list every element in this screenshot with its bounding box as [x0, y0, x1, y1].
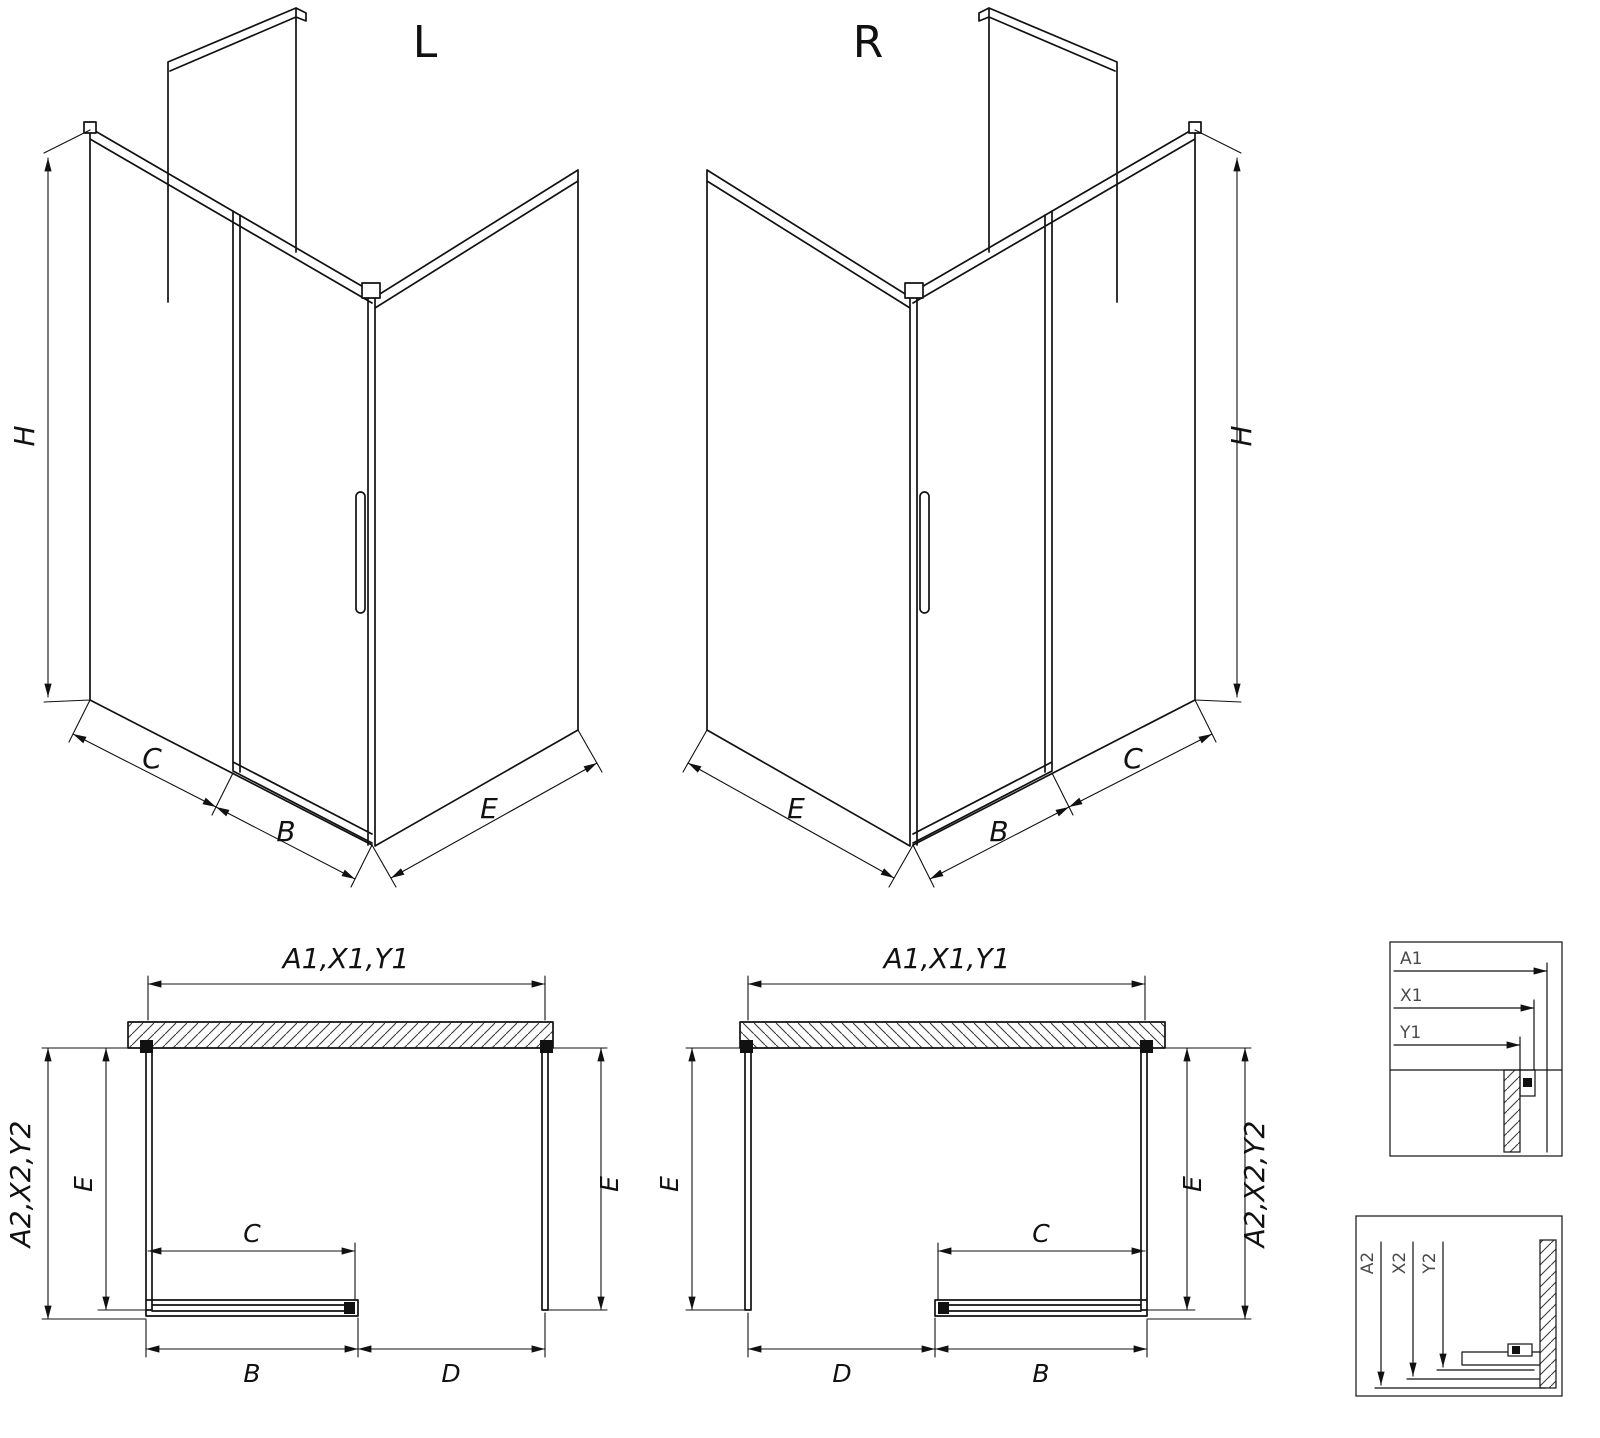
- plan-left-dim-d: D: [441, 1359, 460, 1388]
- profile-seal: [1523, 1078, 1532, 1087]
- wall-section-vertical: [1539, 1239, 1557, 1389]
- plan-right-dim-d: D: [832, 1359, 851, 1388]
- view-title-left: L: [413, 17, 438, 68]
- plan-right-dim-side: A2,X2,Y2: [1238, 1121, 1271, 1250]
- dim-label-b-left: B: [276, 815, 295, 848]
- iso-left-geometry: [44, 8, 602, 887]
- glass-section: [1503, 1069, 1521, 1153]
- plan-left-dim-b: B: [243, 1359, 260, 1388]
- view-title-right: R: [853, 17, 884, 68]
- plan-left-dim-top: A1,X1,Y1: [281, 942, 410, 975]
- detail-label-a2: A2: [1358, 1252, 1378, 1274]
- iso-view-right: R H C B E: [683, 8, 1258, 887]
- plan-right-geometry: [686, 976, 1251, 1357]
- plan-right-dim-e-right: E: [1178, 1176, 1207, 1192]
- plan-right-dim-top: A1,X1,Y1: [882, 942, 1011, 975]
- iso-view-left: L H C B E: [8, 8, 602, 887]
- plan-view-right: A1,X1,Y1 A2,X2,Y2 E E C D B: [655, 942, 1271, 1388]
- detail-a1-frame: [1389, 941, 1563, 1157]
- dim-label-e-left: E: [480, 792, 498, 825]
- profile-seal-plan: [1512, 1346, 1520, 1354]
- dim-label-b-right: B: [989, 815, 1008, 848]
- profile-section: [1519, 1069, 1536, 1097]
- dim-label-c-left: C: [142, 742, 162, 775]
- plan-left-dim-e-left: E: [69, 1176, 98, 1192]
- detail-a2-section-lines: [1374, 1351, 1547, 1389]
- plan-left-geometry: [42, 976, 607, 1357]
- detail-label-x2: X2: [1390, 1252, 1410, 1274]
- dim-label-c-right: C: [1123, 742, 1143, 775]
- detail-label-y2: Y2: [1420, 1252, 1440, 1274]
- plan-left-dim-c: C: [243, 1219, 261, 1248]
- detail-a2-frame: [1355, 1215, 1563, 1397]
- dim-label-h-left: H: [8, 425, 41, 446]
- detail-view-a1: A1 X1 Y1: [1389, 941, 1563, 1157]
- plan-left-dim-e-right: E: [595, 1176, 624, 1192]
- plan-right-dim-b: B: [1032, 1359, 1049, 1388]
- plan-view-left: A1,X1,Y1 A2,X2,Y2 E E C B D: [4, 942, 624, 1388]
- dim-label-e-right: E: [787, 792, 805, 825]
- plan-right-dim-e-left: E: [655, 1176, 684, 1192]
- detail-label-a1: A1: [1400, 949, 1422, 969]
- detail-a1-section-lines: [1389, 962, 1563, 1153]
- iso-right-geometry: [683, 8, 1241, 887]
- detail-view-a2: A2 X2 Y2: [1355, 1215, 1563, 1397]
- plan-right-dim-c: C: [1032, 1219, 1050, 1248]
- dim-label-h-right: H: [1225, 425, 1258, 446]
- plan-left-dim-side: A2,X2,Y2: [4, 1121, 37, 1250]
- detail-label-x1: X1: [1400, 986, 1422, 1006]
- detail-label-y1: Y1: [1399, 1023, 1421, 1043]
